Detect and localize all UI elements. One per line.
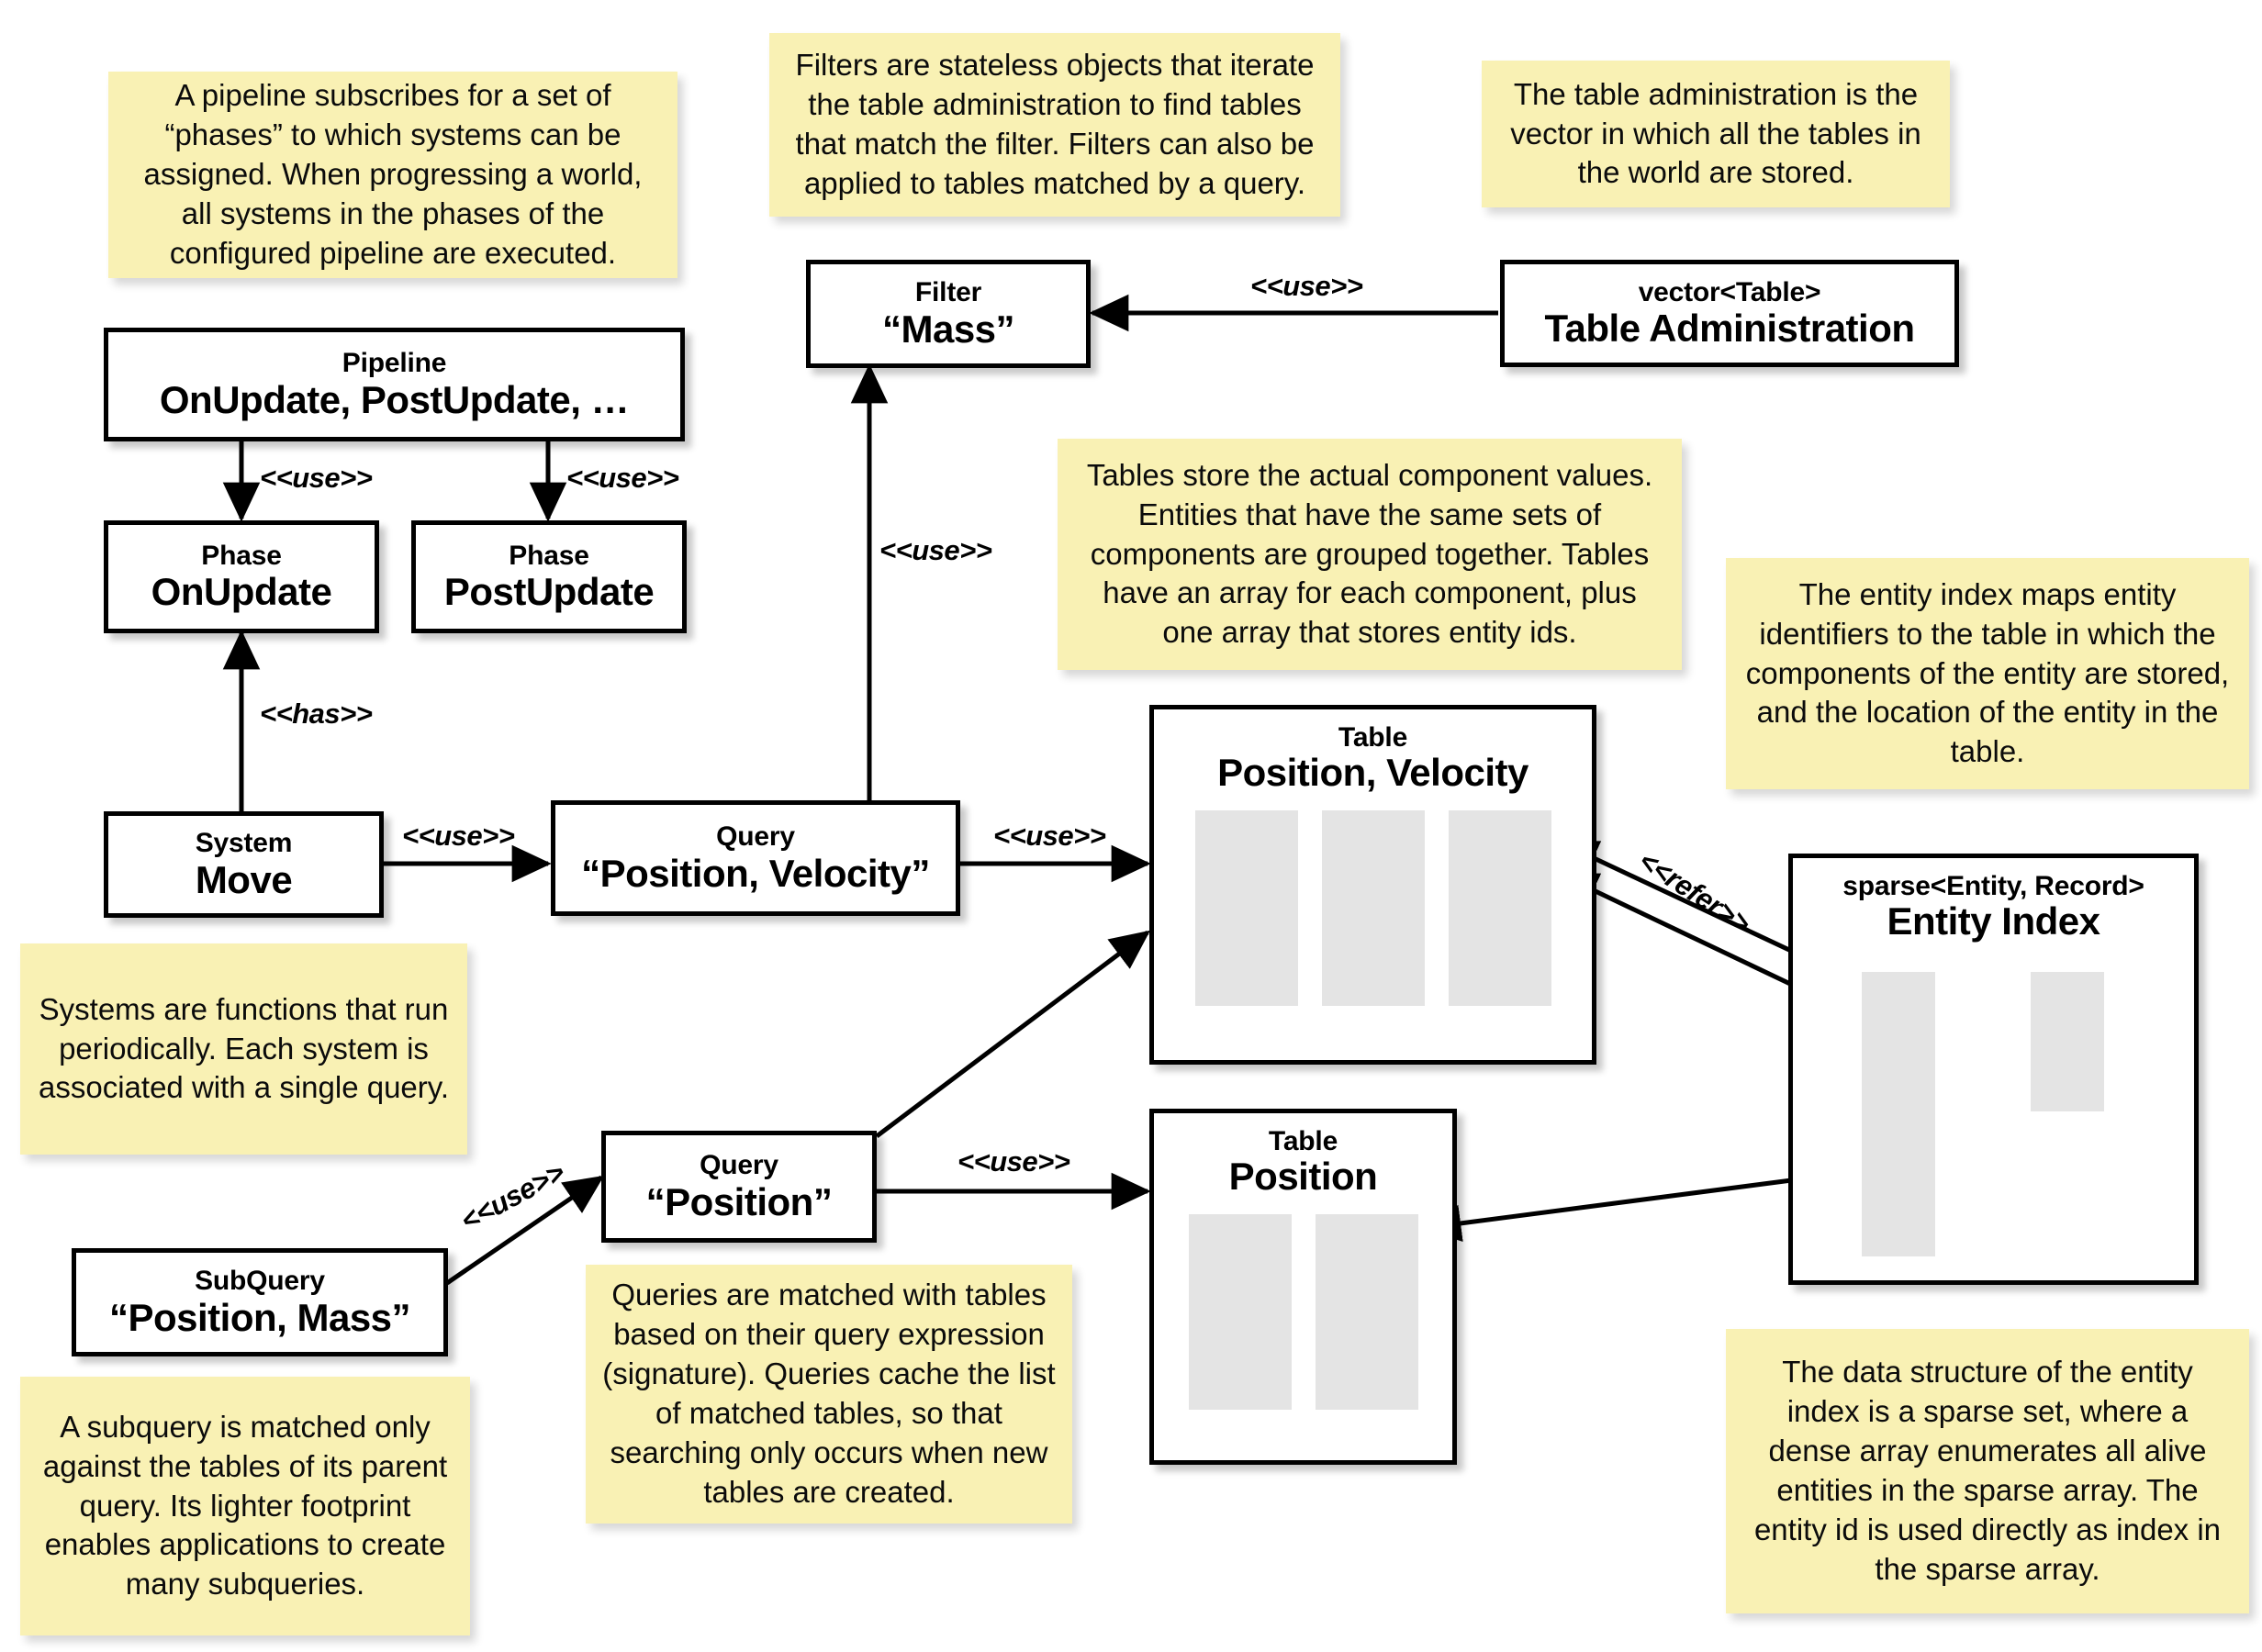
label-system-uses-query: <<use>> <box>402 820 515 852</box>
box-query-position-velocity[interactable]: Query “Position, Velocity” <box>551 800 960 916</box>
table-position-column-position <box>1315 1213 1418 1410</box>
note-table-administration: The table administration is the vector i… <box>1482 61 1950 207</box>
table-pv-column-entity-ids <box>1194 809 1298 1006</box>
box-filter-mass[interactable]: Filter “Mass” <box>806 260 1091 368</box>
note-entity-index-text: The entity index maps entity identifiers… <box>1745 576 2230 769</box>
box-entity-index[interactable]: sparse<Entity, Record> Entity Index <box>1788 854 2199 1285</box>
box-phase-onupdate[interactable]: Phase OnUpdate <box>104 520 379 633</box>
note-queries: Queries are matched with tables based on… <box>586 1265 1072 1524</box>
note-pipeline: A pipeline subscribes for a set of “phas… <box>108 72 677 278</box>
note-pipeline-text: A pipeline subscribes for a set of “phas… <box>143 78 643 270</box>
note-filter-text: Filters are stateless objects that itera… <box>795 48 1315 200</box>
entity-index-sparse-array <box>1862 972 1935 1256</box>
label-query-uses-table: <<use>> <box>993 820 1106 852</box>
box-table-administration[interactable]: vector<Table> Table Administration <box>1500 260 1959 367</box>
label-entityindex-refers-table: <<refer>> <box>1632 844 1756 940</box>
box-pipeline[interactable]: Pipeline OnUpdate, PostUpdate, … <box>104 328 685 441</box>
note-systems: Systems are functions that run periodica… <box>20 943 467 1155</box>
note-sparse-set: The data structure of the entity index i… <box>1726 1329 2249 1613</box>
label-tableadmin-uses-filter: <<use>> <box>1250 270 1363 302</box>
table-position-column-entity-ids <box>1188 1213 1292 1410</box>
note-queries-text: Queries are matched with tables based on… <box>602 1278 1056 1509</box>
box-table-position-stereotype: Table <box>1268 1126 1338 1156</box>
table-pv-column-velocity <box>1448 809 1551 1006</box>
box-system-move-stereotype: System <box>195 828 293 859</box>
note-entity-index: The entity index maps entity identifiers… <box>1726 558 2249 789</box>
note-tables-text: Tables store the actual component values… <box>1086 457 1653 650</box>
edge-query-position-to-table-pv <box>875 930 1150 1138</box>
box-table-position[interactable]: Table Position <box>1149 1109 1457 1465</box>
box-table-position-name: Position <box>1228 1154 1378 1198</box>
box-table-position-velocity[interactable]: Table Position, Velocity <box>1149 705 1596 1065</box>
table-pv-column-position <box>1321 809 1425 1006</box>
label-pipeline-to-onupdate: <<use>> <box>260 462 373 494</box>
note-subquery: A subquery is matched only against the t… <box>20 1377 470 1635</box>
box-filter-mass-name: “Mass” <box>881 307 1015 351</box>
entity-index-dense-array <box>2031 972 2104 1111</box>
label-system-has-phase: <<has>> <box>260 698 373 730</box>
box-pipeline-name: OnUpdate, PostUpdate, … <box>159 377 630 421</box>
box-subquery-name: “Position, Mass” <box>108 1295 411 1339</box>
label-pipeline-to-postupdate: <<use>> <box>566 462 679 494</box>
box-phase-postupdate-name: PostUpdate <box>443 570 655 614</box>
note-table-administration-text: The table administration is the vector i… <box>1510 76 1921 190</box>
table-position-columns <box>1154 1213 1452 1410</box>
note-sparse-set-text: The data structure of the entity index i… <box>1753 1355 2222 1586</box>
box-phase-onupdate-name: OnUpdate <box>151 570 332 614</box>
note-systems-text: Systems are functions that run periodica… <box>39 991 449 1105</box>
box-system-move[interactable]: System Move <box>104 811 384 918</box>
box-system-move-name: Move <box>195 857 293 901</box>
label-query-position-uses-table: <<use>> <box>957 1145 1070 1178</box>
box-table-pv-stereotype: Table <box>1338 722 1408 753</box>
box-query-position-velocity-name: “Position, Velocity” <box>581 851 930 895</box>
box-phase-postupdate[interactable]: Phase PostUpdate <box>411 520 687 633</box>
box-entity-index-stereotype: sparse<Entity, Record> <box>1842 871 2144 901</box>
note-filter: Filters are stateless objects that itera… <box>769 33 1340 217</box>
box-query-position-name: “Position” <box>645 1179 833 1223</box>
box-table-administration-name: Table Administration <box>1544 307 1915 351</box>
box-table-administration-stereotype: vector<Table> <box>1638 276 1821 307</box>
note-subquery-text: A subquery is matched only against the t… <box>42 1409 448 1602</box>
box-query-position-stereotype: Query <box>700 1150 778 1181</box>
box-phase-onupdate-stereotype: Phase <box>201 540 282 571</box>
label-subquery-uses-query: <<use>> <box>455 1155 570 1237</box>
box-phase-postupdate-stereotype: Phase <box>509 540 589 571</box>
box-filter-mass-stereotype: Filter <box>914 277 982 308</box>
box-subquery-position-mass[interactable]: SubQuery “Position, Mass” <box>72 1248 448 1356</box>
table-pv-columns <box>1154 809 1592 1006</box>
box-subquery-stereotype: SubQuery <box>195 1266 325 1297</box>
note-tables: Tables store the actual component values… <box>1058 439 1682 670</box>
box-pipeline-stereotype: Pipeline <box>342 348 447 379</box>
box-entity-index-name: Entity Index <box>1887 899 2100 943</box>
box-query-position-velocity-stereotype: Query <box>716 821 795 853</box>
box-query-position[interactable]: Query “Position” <box>601 1131 877 1243</box>
label-query-uses-filter: <<use>> <box>879 534 992 566</box>
box-table-pv-name: Position, Velocity <box>1217 750 1529 794</box>
